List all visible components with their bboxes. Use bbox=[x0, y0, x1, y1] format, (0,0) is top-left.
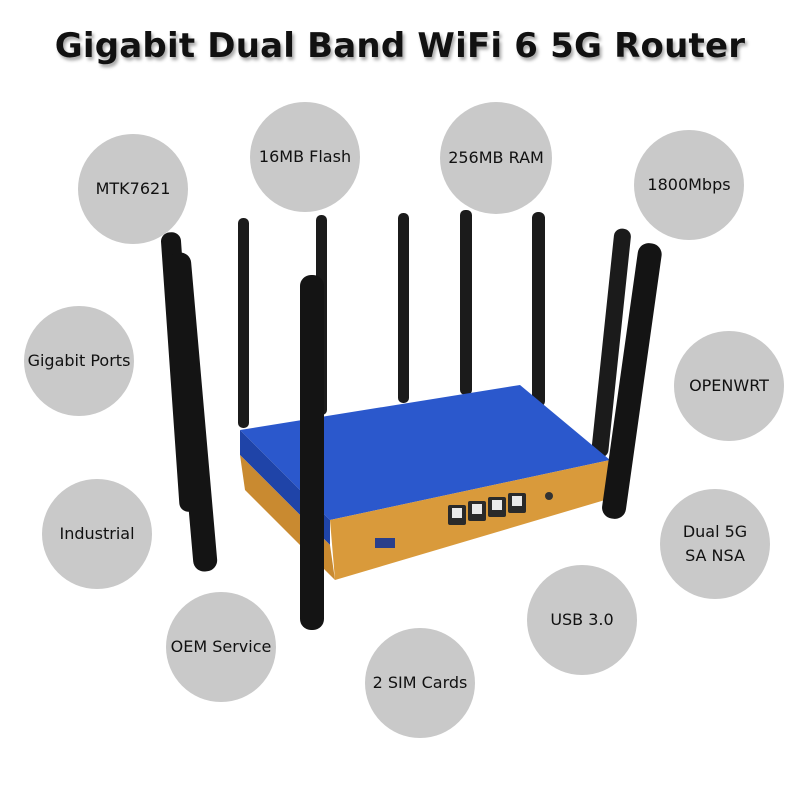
feature-bubble-openwrt: OPENWRT bbox=[674, 331, 784, 441]
router-top bbox=[240, 385, 610, 520]
feature-bubble-industrial: Industrial bbox=[42, 479, 152, 589]
usb-port bbox=[375, 538, 395, 548]
page-title: Gigabit Dual Band WiFi 6 5G Router bbox=[54, 26, 746, 66]
feature-bubble-mtk7621: MTK7621 bbox=[78, 134, 188, 244]
feature-bubble-usb: USB 3.0 bbox=[527, 565, 637, 675]
feature-bubble-oem: OEM Service bbox=[166, 592, 276, 702]
feature-bubble-flash: 16MB Flash bbox=[250, 102, 360, 212]
feature-bubble-sim: 2 SIM Cards bbox=[365, 628, 475, 738]
feature-bubble-speed: 1800Mbps bbox=[634, 130, 744, 240]
feature-bubble-dual-5g: Dual 5G SA NSA bbox=[660, 489, 770, 599]
feature-bubble-ram: 256MB RAM bbox=[440, 102, 552, 214]
antenna-icon bbox=[161, 232, 662, 630]
feature-bubble-gigabit-ports: Gigabit Ports bbox=[24, 306, 134, 416]
antenna-icon bbox=[238, 210, 631, 458]
